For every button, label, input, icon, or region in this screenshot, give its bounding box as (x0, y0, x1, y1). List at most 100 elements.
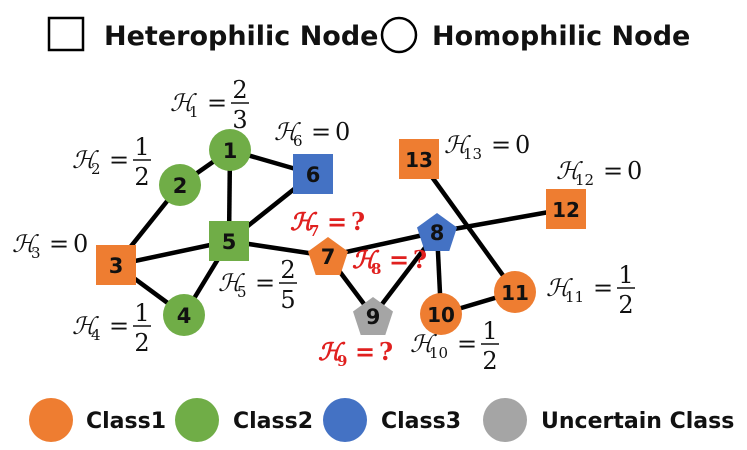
homophily-symbol: ℋ (12, 230, 39, 258)
edge-13-11 (417, 157, 517, 294)
homophily-symbol: ℋ (352, 245, 380, 274)
class3-swatch (323, 398, 367, 442)
node-8-label: 8 (430, 221, 445, 245)
node-7-pentagon (308, 237, 348, 275)
homophilic-node-label: Homophilic Node (432, 21, 690, 52)
homophily-label-9: ℋ9=? (318, 337, 393, 370)
node-9-label: 9 (366, 305, 381, 329)
node-2-label: 2 (173, 174, 188, 198)
node-11: 11 (494, 271, 536, 313)
equals-sign: = (355, 337, 375, 366)
fraction-denominator: 2 (134, 163, 149, 191)
node-13-square (399, 139, 439, 179)
homophily-subscript: 7 (309, 222, 319, 240)
node-9: 9 (353, 297, 393, 335)
node-1-label: 1 (223, 139, 238, 163)
shape-legend: Heterophilic Node Homophilic Node (47, 16, 690, 54)
fraction-numerator: 1 (134, 133, 149, 161)
fraction-denominator: 3 (232, 106, 247, 134)
equals-sign: = (109, 312, 129, 340)
homophily-label-11: ℋ11=12 (546, 261, 635, 319)
homophily-label-5: ℋ5=25 (218, 256, 297, 314)
equals-sign: = (389, 245, 409, 274)
homophily-value: 0 (335, 118, 350, 146)
fraction-denominator: 2 (134, 329, 149, 357)
node-2-circle (159, 164, 201, 206)
homophily-label-12: ℋ12=0 (556, 157, 642, 189)
node-11-circle (494, 271, 536, 313)
homophily-label-8: ℋ8=? (352, 245, 427, 278)
homophily-symbol: ℋ (318, 337, 346, 366)
node-6-label: 6 (306, 163, 321, 187)
uncertain-class-legend-label: Uncertain Class (541, 409, 734, 434)
homophily-value: ? (351, 207, 365, 236)
circle-shape-icon (380, 16, 418, 54)
heterophilic-node-label: Heterophilic Node (104, 21, 379, 52)
node-9-pentagon (353, 297, 393, 335)
homophily-subscript: 2 (91, 160, 101, 178)
homophily-label-2: ℋ2=12 (72, 133, 151, 191)
equals-sign: = (593, 274, 613, 302)
node-6: 6 (293, 154, 333, 194)
node-5: 5 (209, 221, 249, 261)
homophily-symbol: ℋ (170, 89, 197, 117)
node-2: 2 (159, 164, 201, 206)
node-8: 8 (417, 213, 457, 251)
node-1-circle (209, 129, 251, 171)
homophily-symbol: ℋ (72, 312, 99, 340)
equals-sign: = (255, 269, 275, 297)
node-3-label: 3 (109, 254, 124, 278)
equals-sign: = (457, 330, 477, 358)
equals-sign: = (491, 131, 511, 159)
fraction-denominator: 2 (482, 347, 497, 375)
node-12-square (546, 189, 586, 229)
node-5-label: 5 (222, 230, 237, 254)
homophily-label-3: ℋ3=0 (12, 230, 88, 262)
homophily-value: ? (379, 337, 393, 366)
edge-8-12 (436, 206, 567, 235)
homophily-subscript: 13 (463, 145, 482, 163)
node-10-circle (420, 293, 462, 335)
class2-legend-label: Class2 (233, 409, 313, 434)
node-3-square (96, 245, 136, 285)
homophily-symbol: ℋ (290, 207, 318, 236)
equals-sign: = (207, 89, 227, 117)
node-3: 3 (96, 245, 136, 285)
node-4-label: 4 (177, 304, 192, 328)
equals-sign: = (109, 146, 129, 174)
node-5-square (209, 221, 249, 261)
fraction-numerator: 2 (232, 76, 247, 104)
node-4: 4 (163, 294, 205, 336)
class3-legend-label: Class3 (381, 409, 461, 434)
node-8-pentagon (417, 213, 457, 251)
equals-sign: = (327, 207, 347, 236)
node-11-label: 11 (501, 281, 529, 305)
homophily-label-6: ℋ6=0 (274, 118, 350, 150)
homophily-label-4: ℋ4=12 (72, 299, 151, 357)
homophily-symbol: ℋ (218, 269, 245, 297)
fraction-numerator: 1 (134, 299, 149, 327)
node-6-square (293, 154, 333, 194)
homophily-subscript: 8 (371, 260, 381, 278)
fraction-numerator: 2 (280, 256, 295, 284)
node-12-label: 12 (552, 198, 580, 222)
homophily-symbol: ℋ (546, 274, 573, 302)
node-1: 1 (209, 129, 251, 171)
homophily-subscript: 1 (189, 103, 199, 121)
node-7: 7 (308, 237, 348, 275)
uncertain-class-swatch (483, 398, 527, 442)
homophily-value: 0 (73, 230, 88, 258)
node-10: 10 (420, 293, 462, 335)
homophily-symbol: ℋ (444, 131, 471, 159)
homophily-subscript: 10 (429, 344, 448, 362)
class2-swatch (175, 398, 219, 442)
class1-legend-label: Class1 (86, 409, 166, 434)
equals-sign: = (311, 118, 331, 146)
homophily-symbol: ℋ (274, 118, 301, 146)
homophily-symbol: ℋ (410, 330, 437, 358)
homophily-subscript: 3 (31, 244, 41, 262)
node-13: 13 (399, 139, 439, 179)
homophily-subscript: 11 (565, 288, 584, 306)
